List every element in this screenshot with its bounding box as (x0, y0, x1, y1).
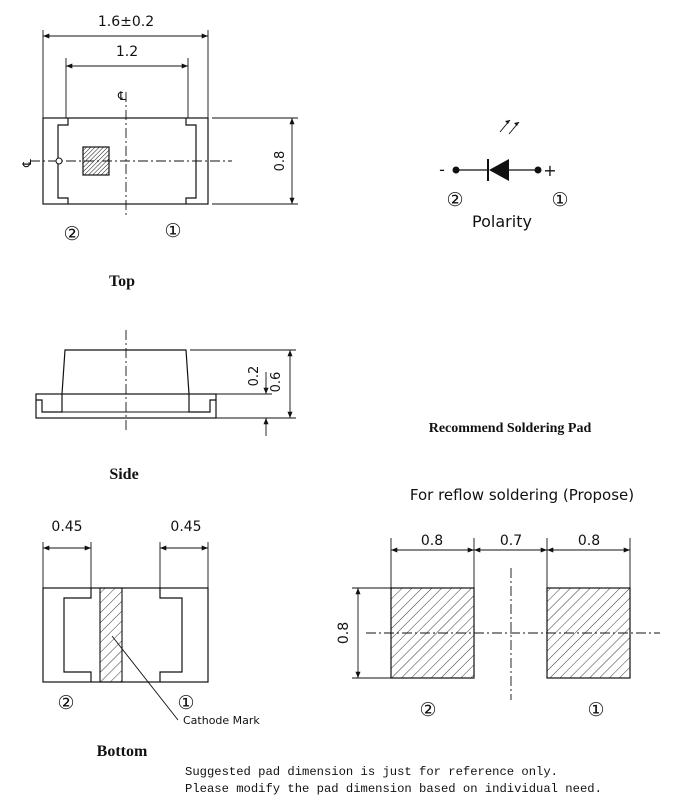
pad-right (159, 588, 183, 682)
pad-pin-2: ② (419, 699, 436, 721)
pad-dim-gap: 0.7 (500, 533, 522, 549)
bottom-dim-right: 0.45 (170, 519, 201, 535)
pad-dim-left: 0.8 (421, 533, 443, 549)
dim-total-label: 1.6±0.2 (98, 14, 154, 30)
side-dim-pad: 0.2 (247, 366, 262, 387)
soldering-pad-title: Recommend Soldering Pad (429, 421, 592, 436)
terminal-right (188, 394, 216, 413)
diode-triangle-icon (489, 159, 509, 181)
package-outline (42, 587, 209, 683)
side-view: 0.6 0.2 Side (35, 330, 296, 483)
polarity-minus: - (439, 160, 445, 179)
substrate-base (35, 393, 217, 419)
emission-arrow-head (514, 122, 519, 126)
cathode-mark (99, 587, 123, 683)
pin-2-label: ② (63, 223, 80, 245)
pad-dim-right: 0.8 (578, 533, 600, 549)
top-view-title: Top (109, 273, 135, 290)
pin-1-label: ① (164, 220, 181, 242)
polarity-pin-1: ① (551, 189, 568, 211)
soldering-pad-subtitle: For reflow soldering (Propose) (410, 486, 634, 504)
centerline-symbol: ℄ (20, 159, 34, 168)
soldering-pad-section: Recommend Soldering Pad For reflow solde… (336, 421, 660, 721)
side-dim-height: 0.6 (269, 372, 284, 393)
polarity-symbol: - + ② ① Polarity (439, 119, 569, 231)
pad-left (63, 588, 92, 682)
polarity-pin-2: ② (446, 189, 463, 211)
pad-dim-height: 0.8 (336, 622, 352, 644)
top-view: 1.6±0.2 1.2 ℄ ℄ 0.8 ② ① Top (20, 14, 298, 290)
terminal-right (185, 118, 197, 204)
cathode-mark-label: Cathode Mark (183, 714, 260, 727)
cathode-leader-line (111, 635, 179, 721)
polarity-title: Polarity (472, 212, 532, 231)
bottom-pin-1: ① (177, 692, 194, 714)
centerline-symbol: ℄ (117, 89, 126, 103)
side-view-title: Side (109, 466, 138, 483)
dim-height-label: 0.8 (273, 151, 288, 172)
polarity-plus: + (543, 161, 556, 180)
terminal-left (36, 394, 63, 413)
bottom-dim-left: 0.45 (51, 519, 82, 535)
pad-pin-1: ① (587, 699, 604, 721)
note-line-1: Suggested pad dimension is just for refe… (185, 765, 558, 779)
emission-arrow-head (505, 120, 510, 124)
dim-inner-label: 1.2 (116, 44, 138, 60)
lens-body (61, 349, 190, 395)
led-chip (82, 146, 110, 176)
bottom-view-title: Bottom (97, 743, 148, 760)
bottom-view: 0.45 0.45 Cathode Mark ② ① Bottom (42, 519, 260, 760)
note: Suggested pad dimension is just for refe… (185, 765, 602, 796)
cathode-dot (55, 157, 63, 165)
note-line-2: Please modify the pad dimension based on… (185, 782, 602, 796)
anode-terminal-dot (534, 166, 542, 174)
bottom-pin-2: ② (57, 692, 74, 714)
